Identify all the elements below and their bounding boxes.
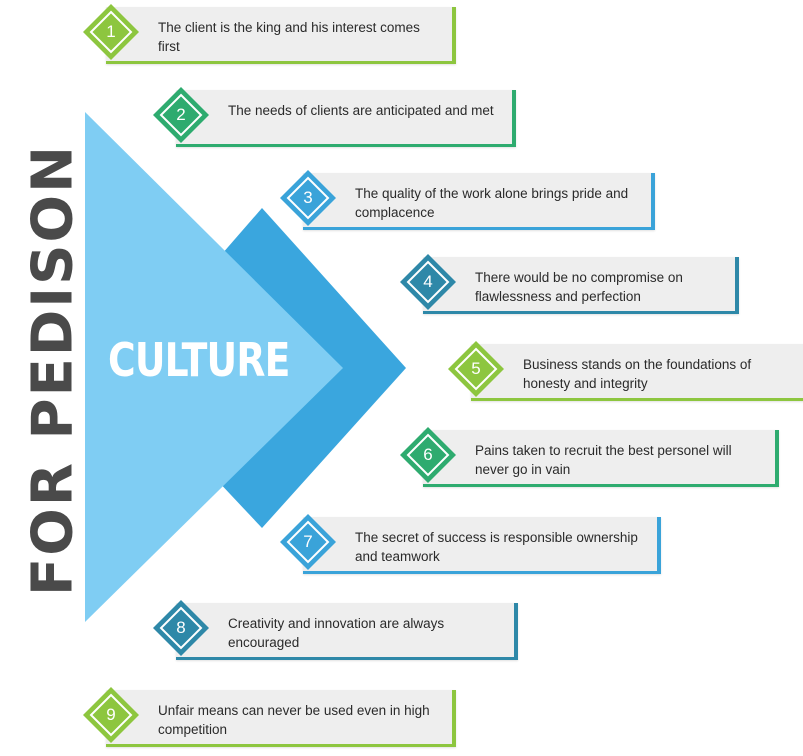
culture-item-3: The quality of the work alone brings pri… — [279, 169, 655, 239]
number-badge: 4 — [399, 253, 457, 311]
number-badge: 3 — [279, 169, 337, 227]
item-number: 6 — [423, 445, 433, 464]
item-number: 4 — [423, 272, 433, 291]
item-number: 2 — [176, 105, 186, 124]
culture-item-5: Business stands on the foundations of ho… — [447, 340, 803, 410]
number-badge: 8 — [152, 599, 210, 657]
diamond-badge-icon — [83, 4, 139, 60]
front-triangle — [85, 112, 343, 622]
vertical-title: FOR PEDISON — [20, 144, 86, 596]
diamond-badge-icon — [280, 514, 336, 570]
item-text: There would be no compromise on flawless… — [475, 270, 683, 304]
item-number: 1 — [106, 22, 116, 41]
number-badge: 6 — [399, 426, 457, 484]
culture-item-2: The needs of clients are anticipated and… — [152, 86, 516, 156]
diamond-badge-icon — [400, 427, 456, 483]
center-label: CULTURE — [108, 333, 290, 387]
item-number: 5 — [471, 359, 481, 378]
culture-item-4: There would be no compromise on flawless… — [399, 253, 739, 323]
item-card: Business stands on the foundations of ho… — [471, 344, 803, 401]
culture-item-9: Unfair means can never be used even in h… — [82, 686, 456, 756]
item-card: The needs of clients are anticipated and… — [176, 90, 516, 147]
item-text: The quality of the work alone brings pri… — [355, 186, 629, 220]
number-badge: 1 — [82, 3, 140, 61]
diamond-badge-icon — [153, 87, 209, 143]
number-badge: 5 — [447, 340, 505, 398]
item-number: 8 — [176, 618, 186, 637]
item-text: Business stands on the foundations of ho… — [523, 357, 752, 391]
item-text: Unfair means can never be used even in h… — [158, 703, 430, 737]
item-number: 9 — [106, 705, 116, 724]
culture-item-1: The client is the king and his interest … — [82, 3, 456, 73]
culture-item-6: Pains taken to recruit the best personel… — [399, 426, 779, 496]
diamond-badge-icon — [280, 170, 336, 226]
diamond-badge-icon — [400, 254, 456, 310]
item-text: The secret of success is responsible own… — [355, 530, 638, 564]
item-card: Creativity and innovation are always enc… — [176, 603, 518, 660]
culture-item-7: The secret of success is responsible own… — [279, 513, 661, 583]
item-text: Creativity and innovation are always enc… — [228, 616, 445, 650]
item-text: The needs of clients are anticipated and… — [228, 103, 494, 118]
diamond-badge-icon — [153, 600, 209, 656]
number-badge: 9 — [82, 686, 140, 744]
item-card: The client is the king and his interest … — [106, 7, 456, 64]
item-card: The quality of the work alone brings pri… — [303, 173, 655, 230]
item-card: There would be no compromise on flawless… — [423, 257, 739, 314]
item-card: Pains taken to recruit the best personel… — [423, 430, 779, 487]
item-number: 7 — [303, 532, 313, 551]
diamond-badge-icon — [448, 341, 504, 397]
item-card: The secret of success is responsible own… — [303, 517, 661, 574]
item-number: 3 — [303, 188, 313, 207]
number-badge: 7 — [279, 513, 337, 571]
diamond-badge-icon — [83, 687, 139, 743]
item-text: The client is the king and his interest … — [158, 20, 420, 54]
item-text: Pains taken to recruit the best personel… — [475, 443, 732, 477]
culture-item-8: Creativity and innovation are always enc… — [152, 599, 518, 669]
number-badge: 2 — [152, 86, 210, 144]
item-card: Unfair means can never be used even in h… — [106, 690, 456, 747]
